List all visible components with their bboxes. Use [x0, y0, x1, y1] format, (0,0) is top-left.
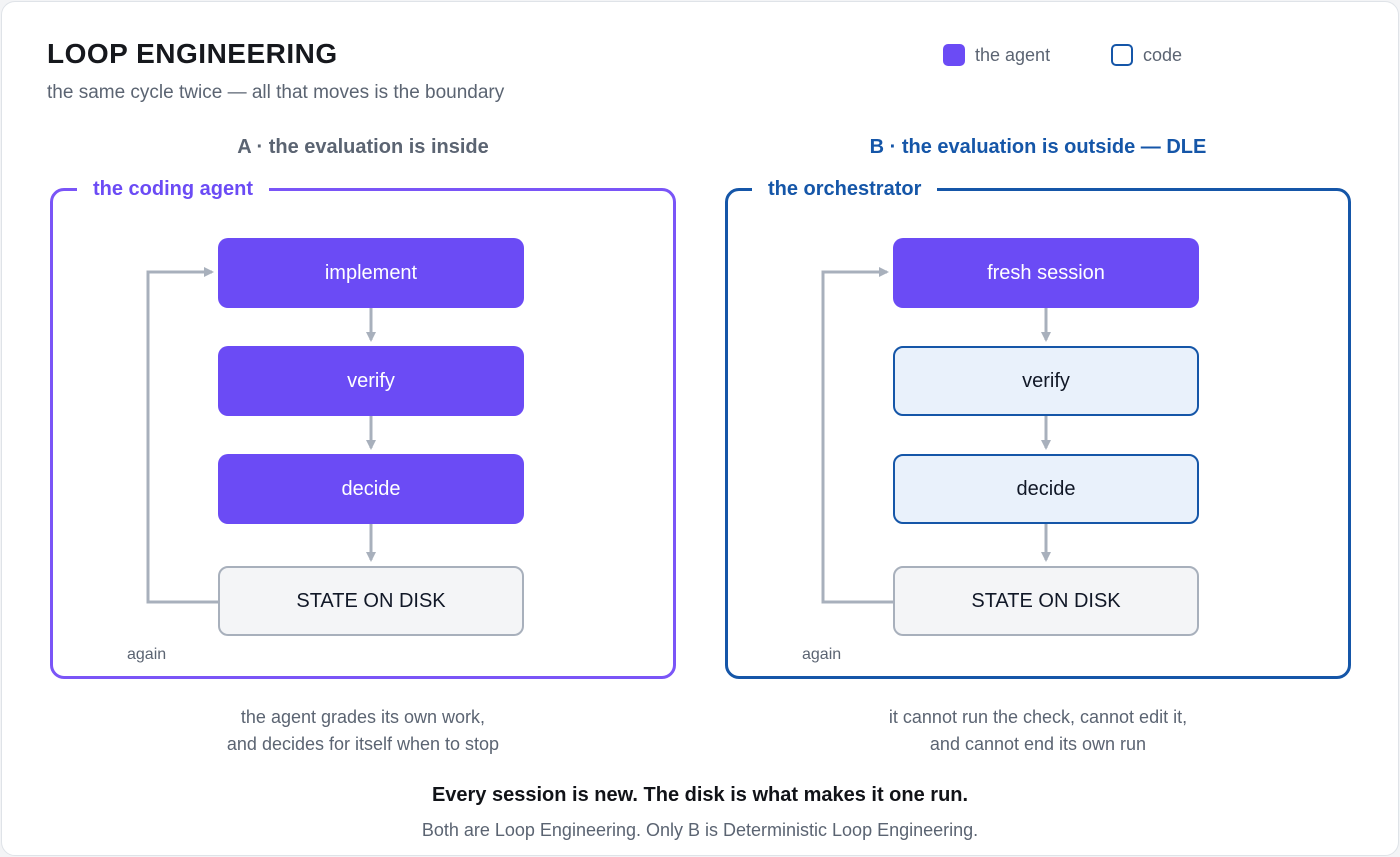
loop-label-a: again — [127, 646, 167, 663]
node-a-implement: implement — [218, 238, 524, 308]
node-b-state-on-disk: STATE ON DISK — [893, 566, 1199, 636]
legend-label-agent: the agent — [975, 44, 1051, 65]
panel-a-caption-line1: the agent grades its own work, — [240, 707, 486, 727]
footer-note: Both are Loop Engineering. Only B is Det… — [421, 820, 979, 840]
node-b-fresh-session: fresh session — [893, 238, 1199, 308]
panel-b-heading: B · the evaluation is outside — DLE — [869, 136, 1207, 158]
node-a-verify: verify — [218, 346, 524, 416]
legend-item-agent: the agent — [943, 43, 1050, 67]
coding-agent-frame-label: the coding agent — [77, 175, 269, 203]
panel-b-caption-line2: and cannot end its own run — [929, 734, 1147, 754]
node-b-verify: verify — [893, 346, 1199, 416]
legend-item-code: code — [1111, 43, 1182, 67]
panel-b-caption-line1: it cannot run the check, cannot edit it, — [888, 707, 1188, 727]
panel-a-heading: A · the evaluation is inside — [237, 136, 489, 158]
legend-swatch-code — [1111, 44, 1133, 66]
footer-statement: Every session is new. The disk is what m… — [431, 784, 969, 806]
panel-a-caption-line2: and decides for itself when to stop — [226, 734, 500, 754]
panel-b-caption: it cannot run the check, cannot edit it,… — [725, 704, 1351, 758]
legend-swatch-agent — [943, 44, 965, 66]
node-a-state-on-disk: STATE ON DISK — [218, 566, 524, 636]
loop-label-b: again — [802, 646, 842, 663]
coding-agent-frame: the coding agent — [50, 175, 676, 679]
legend-label-code: code — [1143, 44, 1183, 65]
page-title: LOOP ENGINEERING — [47, 38, 338, 69]
orchestrator-frame: the orchestrator — [725, 175, 1351, 679]
page-subtitle: the same cycle twice — all that moves is… — [47, 82, 505, 103]
node-a-decide: decide — [218, 454, 524, 524]
panel-a-caption: the agent grades its own work, and decid… — [50, 704, 676, 758]
node-b-decide: decide — [893, 454, 1199, 524]
orchestrator-frame-label: the orchestrator — [752, 175, 938, 203]
